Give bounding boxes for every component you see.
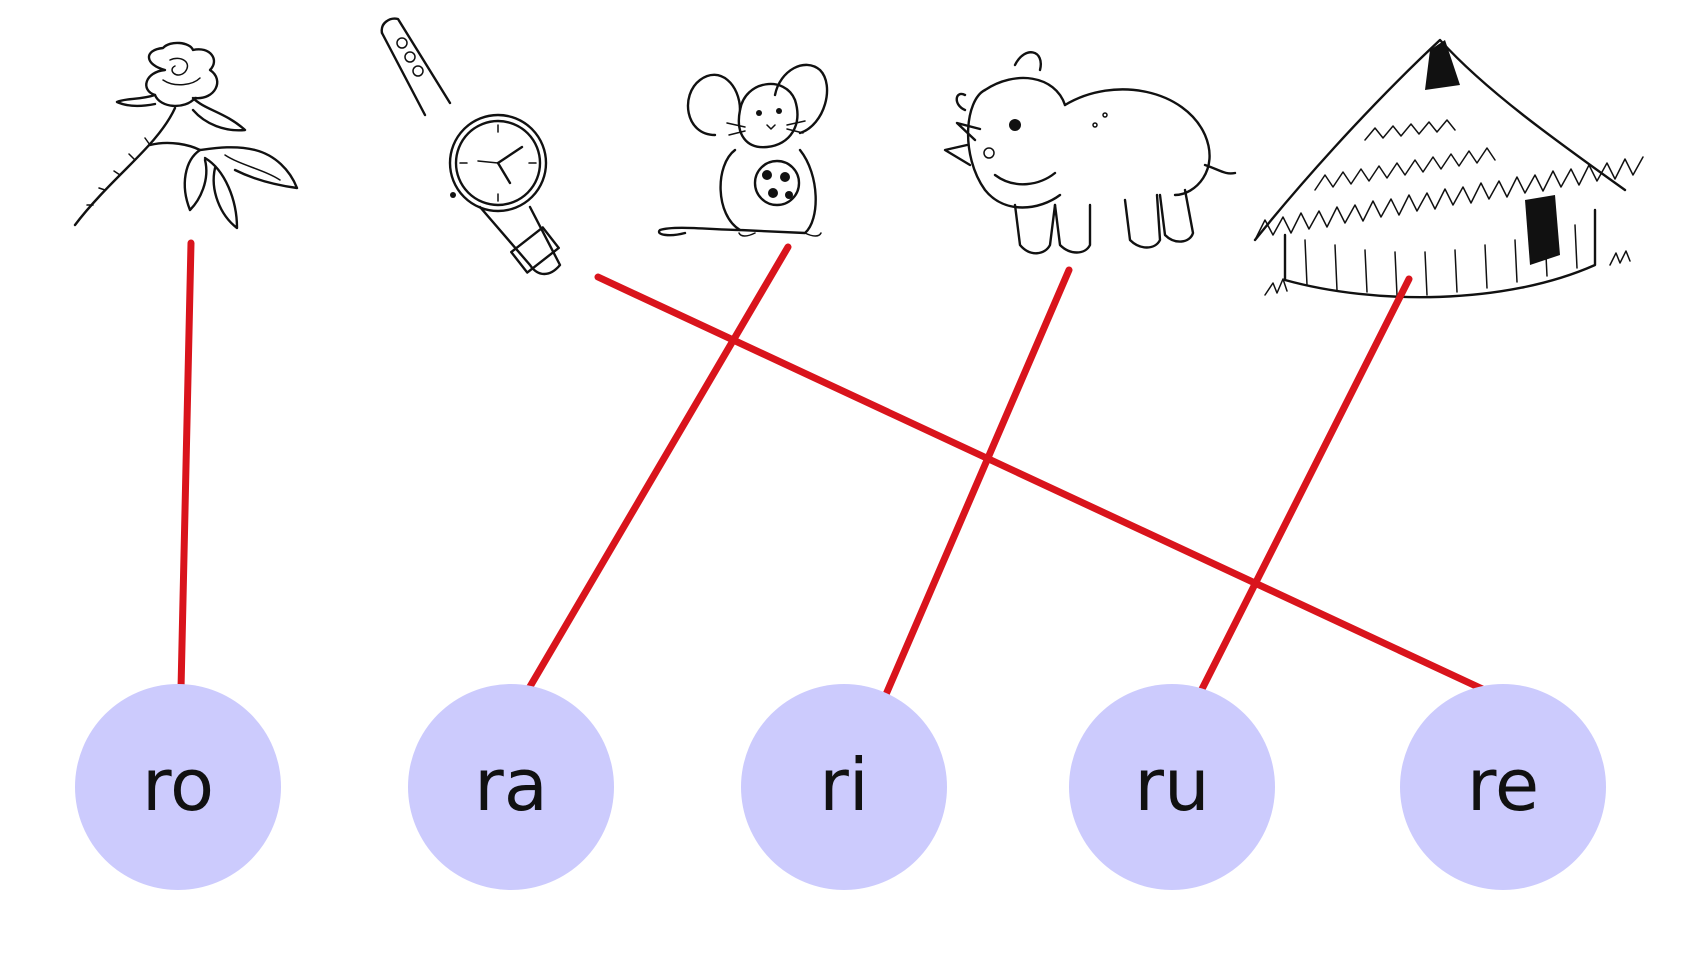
watch-icon[interactable] [380, 17, 562, 276]
syllable-label: ra [474, 743, 548, 827]
syllable-circle-ri[interactable]: ri [741, 684, 947, 890]
syllable-label: ri [819, 743, 869, 827]
syllables-row: ro ra ri ru re [75, 684, 1606, 890]
syllable-label: re [1467, 743, 1539, 827]
syllable-circle-ro[interactable]: ro [75, 684, 281, 890]
syllable-label: ru [1134, 743, 1209, 827]
hut-icon[interactable] [1253, 38, 1644, 299]
match-line-watch-re [594, 273, 1495, 697]
match-line-rose-ro [177, 239, 195, 693]
syllable-bubble [75, 684, 281, 890]
rose-icon[interactable] [73, 41, 299, 230]
syllable-circle-ru[interactable]: ru [1069, 684, 1275, 890]
syllable-bubble [1069, 684, 1275, 890]
rhino-icon[interactable] [943, 51, 1237, 255]
syllable-circle-ra[interactable]: ra [408, 684, 614, 890]
match-line-hut-ru [1194, 275, 1413, 701]
match-line-rhino-ri [877, 266, 1073, 710]
syllable-bubble [1400, 684, 1606, 890]
syllable-label: ro [142, 743, 214, 827]
mouse-icon[interactable] [657, 63, 829, 237]
match-line-mouse-ra [524, 243, 792, 694]
syllable-circle-re[interactable]: re [1400, 684, 1606, 890]
pictures-row [73, 17, 1644, 299]
syllable-bubble [741, 684, 947, 890]
syllable-bubble [408, 684, 614, 890]
matching-lines [177, 239, 1495, 710]
